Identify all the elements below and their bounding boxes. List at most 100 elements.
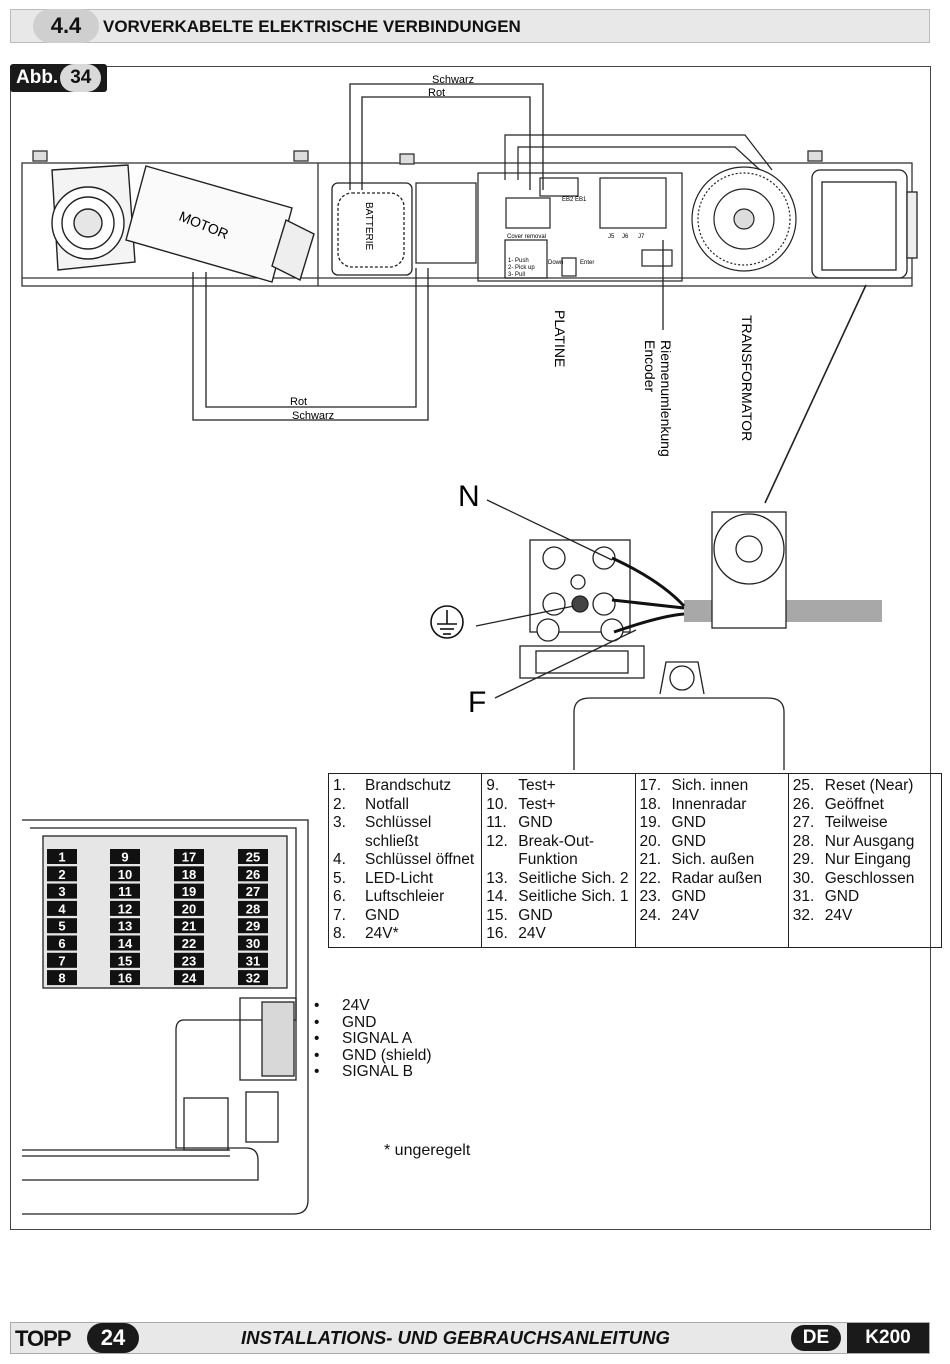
terminal-item-label: Reset (Near): [824, 777, 914, 794]
terminal-box: [110, 849, 140, 864]
terminal-box-number: 7: [58, 953, 65, 968]
terminal-item-number: 20.: [639, 832, 662, 850]
terminal-item-label: GND: [671, 832, 706, 850]
terminal-column: 25. Reset (Near) 26. Geöffnet 27. Teilweise 28…: [787, 773, 943, 948]
terminal-box-number: 14: [118, 936, 133, 951]
terminal-item-number: 5.: [333, 869, 346, 887]
battery-label: BATTERIE: [363, 202, 374, 250]
ground-icon: [430, 605, 464, 639]
terminal-box: [110, 918, 140, 934]
encoder-label-1: Riemenumlenkung: [658, 340, 674, 457]
terminal-item-label: Teilweise: [824, 814, 888, 831]
terminal-item-number: 19.: [639, 814, 662, 831]
terminal-item-label: Seitliche Sich. 1: [518, 888, 629, 905]
figure-frame: [10, 66, 931, 1230]
terminal-box-number: 25: [246, 850, 260, 865]
terminal-item: 10.Test+: [486, 796, 630, 815]
terminal-item-number: 17.: [639, 777, 662, 794]
figure-label: Abb.34: [10, 64, 108, 92]
terminal-box-number: 29: [246, 919, 260, 934]
terminal-item: 11.GND: [486, 814, 630, 833]
terminal-item: 28.Nur Ausgang: [793, 833, 937, 852]
terminal-item: 7.GND: [333, 907, 477, 926]
pcb-text: Cover removal 1- Push 2- Pick up 3- Pull…: [507, 197, 645, 278]
terminal-item-number: 25.: [792, 777, 815, 794]
terminal-item-label: Geöffnet: [824, 795, 884, 813]
terminal-box: [238, 935, 268, 951]
terminal-box: [238, 849, 268, 864]
terminal-box: [47, 900, 77, 916]
terminal-item-number: 4.: [333, 851, 346, 868]
terminal-item: 31.GND: [793, 888, 937, 907]
terminal-box-number: 15: [118, 953, 132, 968]
terminal-item-number: 16.: [486, 925, 508, 942]
terminal-item-number: 15.: [486, 906, 508, 924]
terminal-item-label: GND: [518, 814, 553, 831]
terminal-item-label: Schlüssel schließt: [365, 814, 432, 850]
section-header: 4.4 VORVERKABELTE ELEKTRISCHE VERBINDUNG…: [10, 9, 930, 43]
encoder-pin: GND (shield): [314, 1047, 432, 1065]
terminal-item-label: GND: [824, 888, 860, 905]
terminal-item-label: Innenradar: [671, 795, 747, 813]
terminal-item: 29.Nur Eingang: [793, 851, 937, 870]
terminal-item-number: 6.: [333, 888, 346, 905]
svg-text:Enter: Enter: [580, 260, 594, 266]
board-label: PLATINE: [552, 310, 568, 367]
mains-terminal-block: [519, 511, 882, 770]
terminal-item: 18.Innenradar: [640, 796, 784, 815]
svg-text:3- Pull: 3- Pull: [508, 272, 525, 278]
terminal-box: [174, 935, 204, 951]
terminal-box-number: 10: [118, 867, 132, 882]
terminal-item-label: 24V*: [365, 925, 399, 942]
terminal-box: [110, 883, 140, 899]
terminal-box: [174, 970, 204, 986]
terminal-item-number: 27.: [792, 814, 815, 831]
terminal-box: [238, 883, 268, 899]
svg-text:J5: J5: [608, 234, 615, 240]
page-footer: TOPP 24 INSTALLATIONS- UND GEBRAUCHSANLE…: [10, 1322, 930, 1354]
terminal-item-label: 24V: [518, 925, 546, 942]
terminal-item-number: 26.: [792, 795, 815, 813]
terminal-item: 16. 24V: [486, 925, 630, 944]
terminal-item: 17.Sich. innen: [640, 777, 784, 796]
terminal-item-label: Schlüssel öffnet: [365, 851, 475, 868]
encoder-pin: SIGNAL B: [314, 1063, 432, 1081]
terminal-item-label: GND: [518, 906, 553, 924]
terminal-item: 2.Notfall: [333, 796, 477, 815]
terminal-box: [238, 866, 268, 882]
terminal-item-label: Geschlossen: [824, 869, 915, 887]
terminal-item: 3.Schlüssel schließt: [333, 814, 477, 851]
section-title: VORVERKABELTE ELEKTRISCHE VERBINDUNGEN: [103, 17, 521, 36]
terminal-box: [174, 952, 204, 968]
phase-label: F: [468, 686, 486, 719]
terminal-box-number: 3: [58, 884, 65, 899]
terminal-box-number: 16: [118, 971, 132, 986]
terminal-box-number: 13: [118, 919, 132, 934]
terminal-box: [110, 866, 140, 882]
terminal-box-number: 17: [182, 850, 196, 865]
terminal-box-number: 28: [246, 901, 260, 916]
terminal-item-label: Break-Out-Funktion: [518, 832, 595, 869]
terminal-item: 6.Luftschleier: [333, 888, 477, 907]
terminal-item-label: Brandschutz: [365, 777, 452, 794]
terminal-box-number: 32: [246, 971, 260, 986]
terminal-item-number: 30.: [792, 869, 815, 887]
terminal-box-number: 6: [58, 936, 65, 951]
power-box: [811, 169, 918, 279]
model-badge: K200: [847, 1323, 929, 1353]
terminal-item-number: 24.: [639, 906, 662, 924]
wires-bottom: [192, 268, 429, 421]
svg-text:Down: Down: [548, 260, 563, 266]
svg-text:EB1: EB1: [575, 197, 587, 203]
neutral-label: N: [458, 480, 480, 513]
terminal-item: 23.GND: [640, 888, 784, 907]
terminal-item-number: 8.: [333, 925, 346, 942]
svg-text:2- Pick up: 2- Pick up: [508, 265, 535, 271]
footnote: * ungeregelt: [384, 1142, 471, 1159]
terminal-box-number: 23: [182, 953, 196, 968]
wires-top: [349, 83, 544, 190]
encoder-label-2: Encoder: [642, 340, 658, 392]
terminal-item: 27. Teilweise: [793, 814, 937, 833]
terminal-item-label: Notfall: [365, 795, 409, 813]
